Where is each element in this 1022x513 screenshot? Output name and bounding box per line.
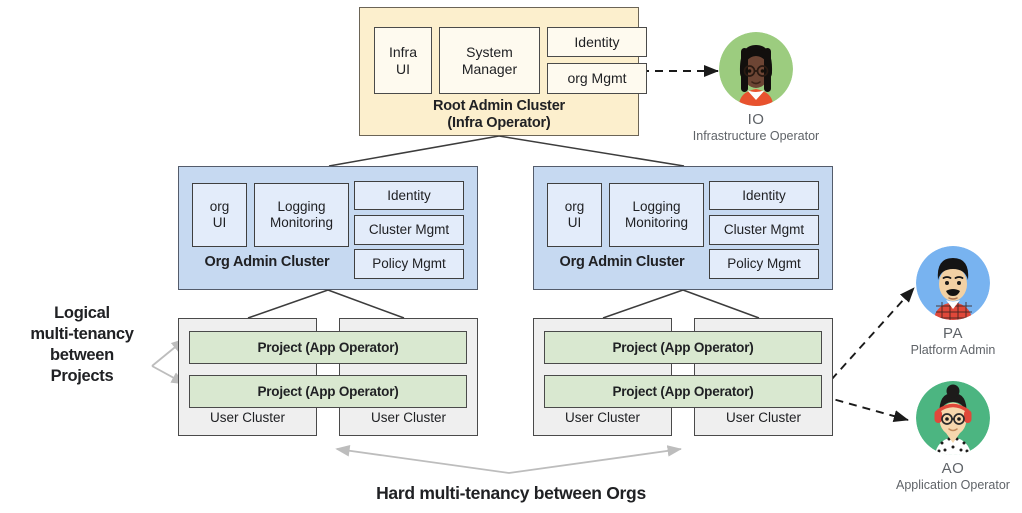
user-cluster-label: User Cluster (370, 410, 446, 425)
user-cluster-label: User Cluster (209, 410, 285, 425)
edge-org-left-to-userclusters (247, 289, 405, 319)
module-policy-mgmt-label: Policy Mgmt (372, 256, 446, 271)
root-admin-cluster-title-line1: Root Admin Cluster (433, 98, 565, 114)
module-policy-mgmt-label: Policy Mgmt (727, 256, 801, 271)
user-cluster-group-right: User Cluster User Cluster Project (App O… (533, 318, 833, 436)
org-admin-cluster-title: Org Admin Cluster (204, 254, 330, 270)
module-org-mgmt[interactable]: org Mgmt (547, 63, 647, 94)
persona-infrastructure-operator[interactable]: IO Infrastructure Operator (681, 32, 831, 143)
avatar-pa (916, 246, 990, 320)
root-admin-cluster-title: Root Admin Cluster (Infra Operator) (360, 98, 638, 132)
module-identity-label: Identity (387, 187, 431, 203)
user-cluster-group-left: User Cluster User Cluster Project (App O… (178, 318, 478, 436)
module-identity[interactable]: Identity (709, 181, 819, 210)
edge-hard-tenancy-arrow (335, 445, 682, 474)
user-cluster-label: User Cluster (564, 410, 640, 425)
persona-role: Infrastructure Operator (692, 129, 820, 143)
org-admin-cluster-title: Org Admin Cluster (559, 254, 685, 270)
module-cluster-mgmt[interactable]: Cluster Mgmt (709, 215, 819, 245)
module-org-mgmt-label: org Mgmt (567, 70, 627, 87)
persona-role: Platform Admin (910, 343, 996, 357)
project-box[interactable]: Project (App Operator) (189, 331, 467, 364)
persona-application-operator[interactable]: AO Application Operator (878, 381, 1022, 492)
module-identity-label: Identity (742, 187, 786, 203)
module-cluster-mgmt-label: Cluster Mgmt (723, 222, 805, 237)
module-identity-label: Identity (574, 33, 620, 50)
module-identity[interactable]: Identity (547, 27, 647, 57)
edge-root-to-orgs (328, 135, 685, 167)
persona-initials: AO (941, 460, 965, 477)
module-cluster-mgmt[interactable]: Cluster Mgmt (354, 215, 464, 245)
project-box[interactable]: Project (App Operator) (189, 375, 467, 408)
module-policy-mgmt[interactable]: Policy Mgmt (709, 249, 819, 279)
avatar-ao (916, 381, 990, 455)
avatar-io (719, 32, 793, 106)
persona-initials: PA (943, 325, 963, 342)
module-cluster-mgmt-label: Cluster Mgmt (368, 222, 450, 237)
module-identity[interactable]: Identity (354, 181, 464, 210)
root-admin-cluster-title-line2: (Infra Operator) (447, 115, 551, 131)
hard-tenancy-annotation: Hard multi-tenancy between Orgs (376, 483, 646, 503)
project-box[interactable]: Project (App Operator) (544, 331, 822, 364)
user-cluster-label: User Cluster (725, 410, 801, 425)
project-box[interactable]: Project (App Operator) (544, 375, 822, 408)
persona-role: Application Operator (896, 478, 1010, 492)
edge-org-right-to-userclusters (602, 289, 760, 319)
persona-platform-admin[interactable]: PA Platform Admin (878, 246, 1022, 357)
module-policy-mgmt[interactable]: Policy Mgmt (354, 249, 464, 279)
persona-initials: IO (747, 111, 765, 128)
